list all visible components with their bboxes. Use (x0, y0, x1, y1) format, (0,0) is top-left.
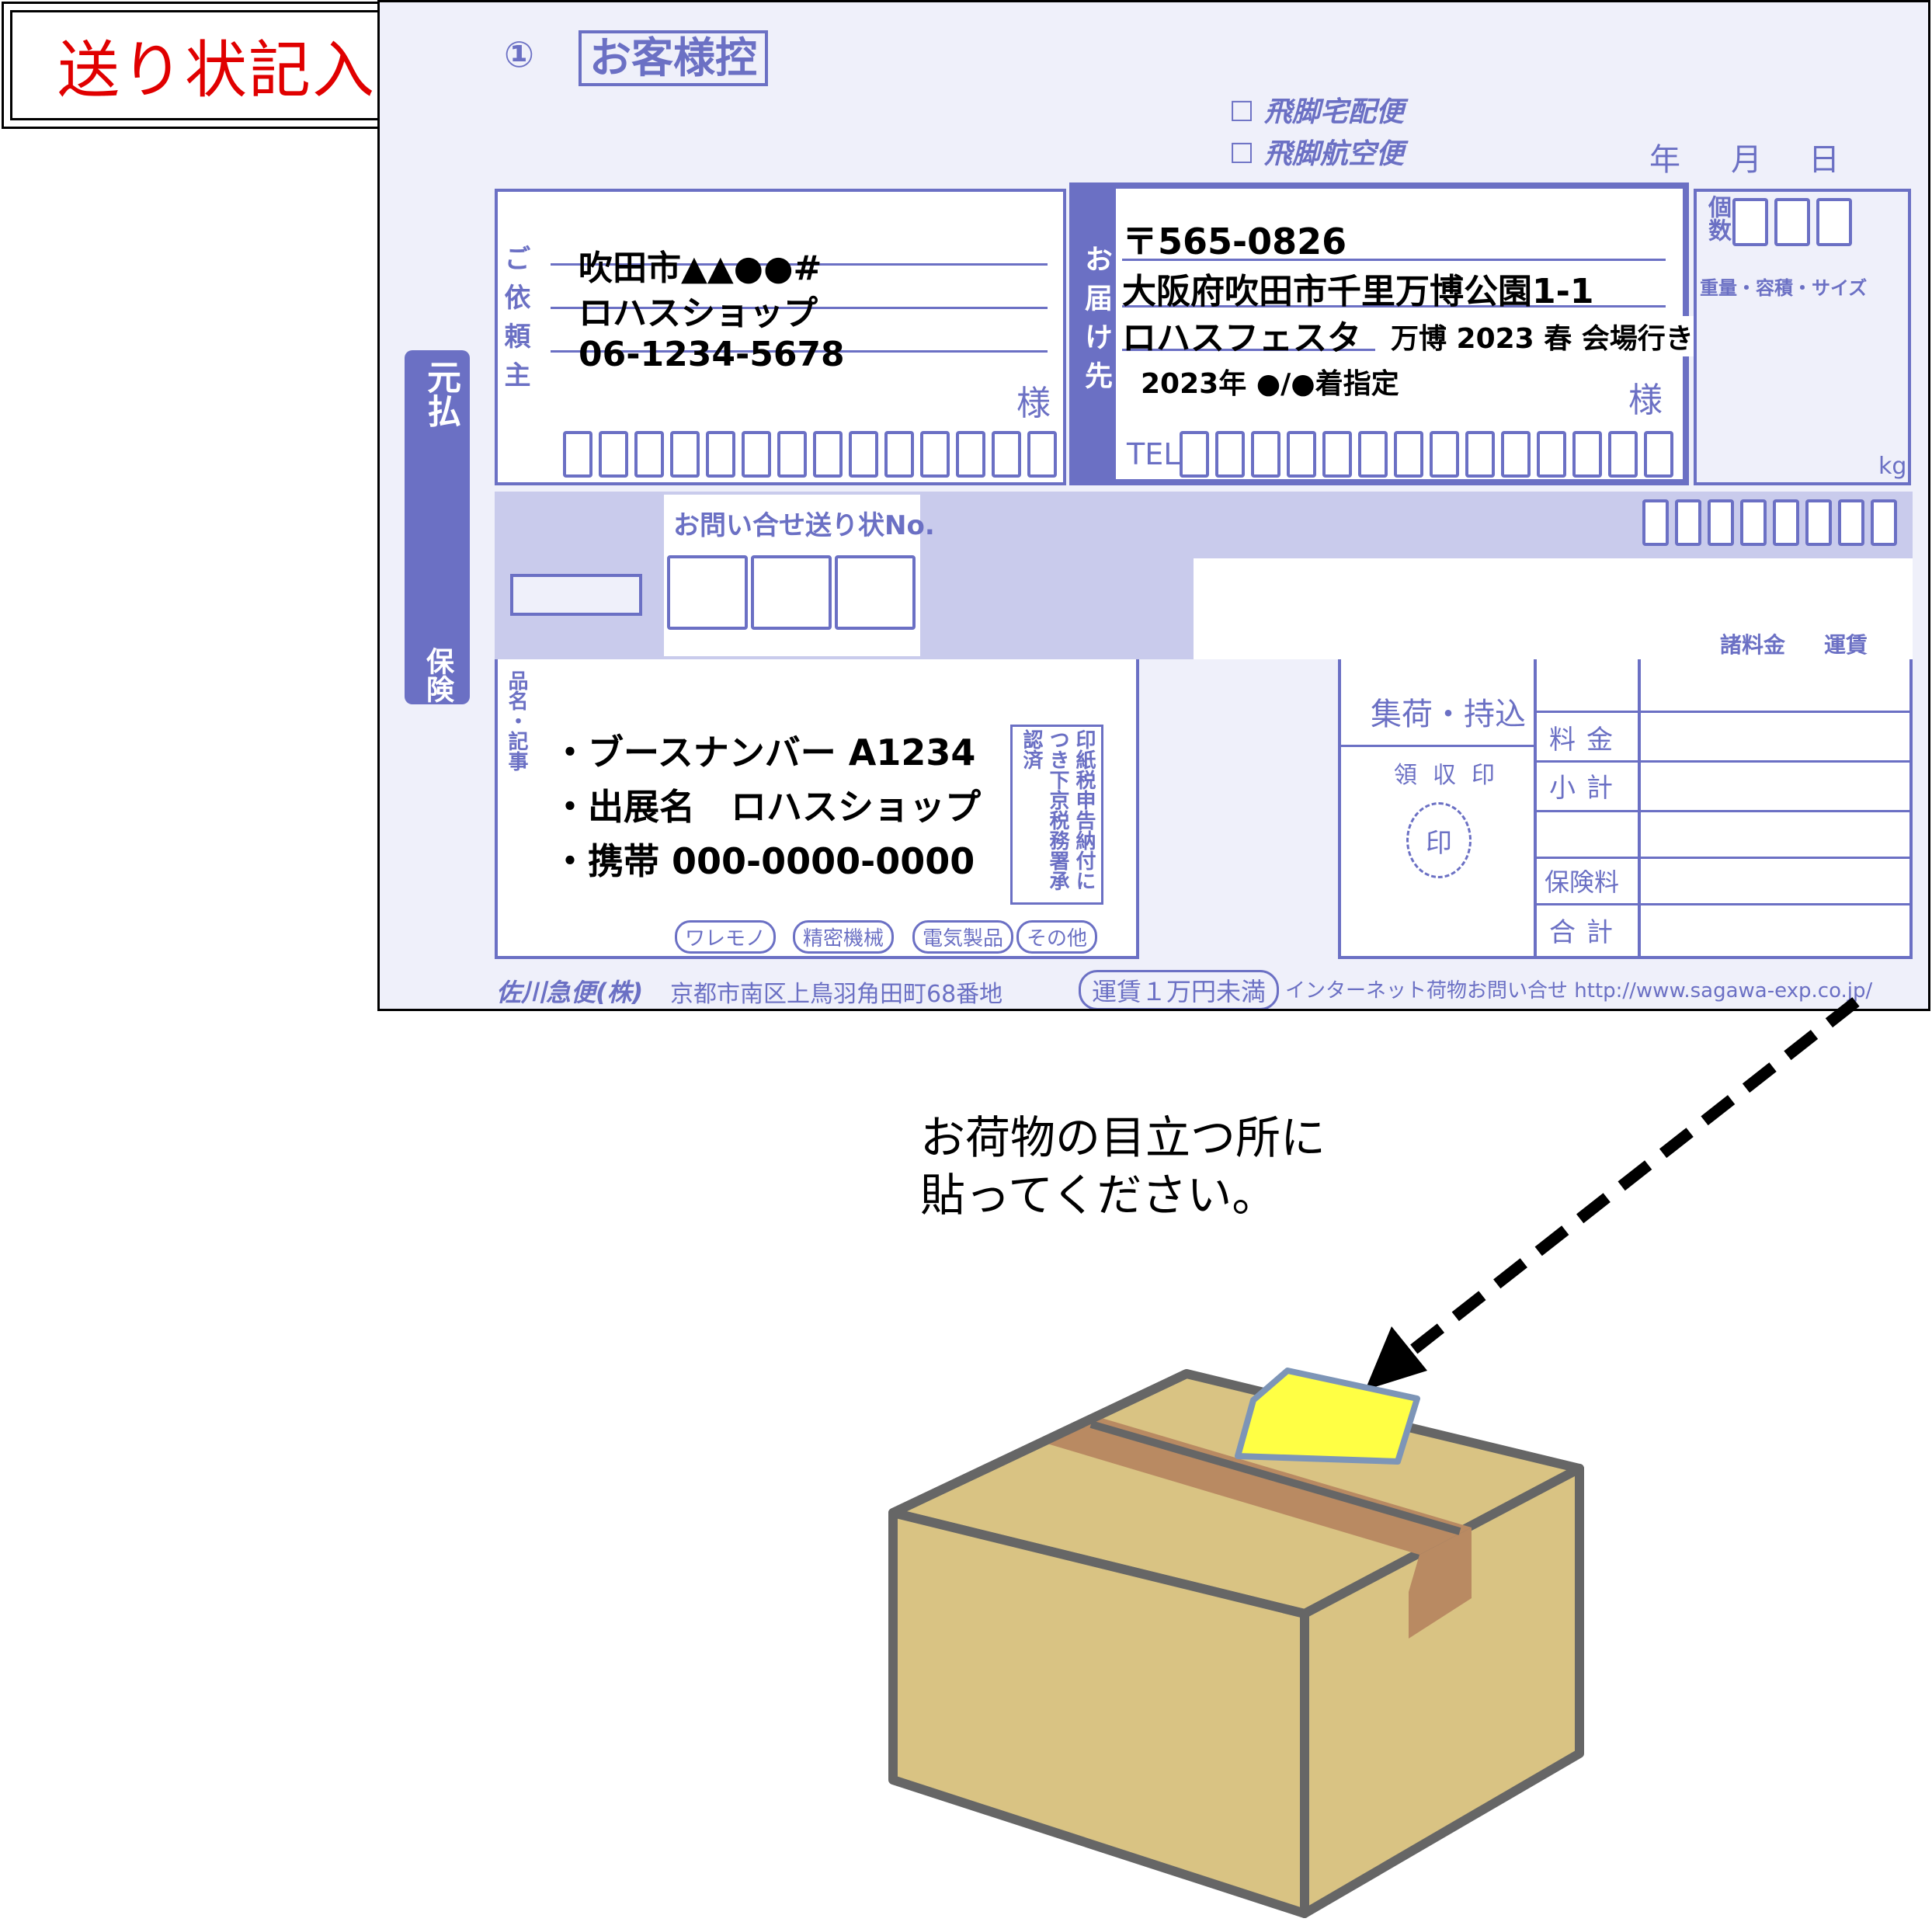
service-option-2: ☐ 飛脚航空便 (1229, 138, 1404, 170)
count-boxes (1732, 198, 1852, 246)
fee-row-line-3 (1534, 810, 1913, 812)
company-name: 佐川急便(株) (496, 978, 644, 1007)
recipient-tel-label: TEL (1127, 437, 1180, 471)
sender-phone: 06-1234-5678 (579, 335, 845, 374)
middle-small-box (510, 574, 642, 616)
footer-note: 運賃１万円未満 (1079, 970, 1280, 1009)
box-flap-seam (1089, 1420, 1461, 1535)
box-side (1300, 1464, 1584, 1918)
receipt-stamp-char: 印 (1426, 827, 1452, 859)
company-address: 京都市南区上鳥羽角田町68番地 (670, 981, 1003, 1008)
recipient-honorific: 様 (1628, 381, 1663, 420)
sender-honorific: 様 (1016, 384, 1051, 423)
dashed-arrow-line (1406, 997, 1860, 1357)
fee-label-insurance: 保険料 (1545, 867, 1620, 897)
recipient-delivery-date: 2023年 ●/●着指定 (1141, 368, 1399, 400)
date-month-label: 月 (1731, 142, 1762, 178)
copy-label: お客様控 (579, 30, 768, 86)
misc-label-1: 諸料金 (1720, 632, 1786, 658)
fee-row-line-1 (1534, 711, 1913, 713)
fee-divider-1 (1534, 659, 1537, 959)
tag-other: その他 (1016, 920, 1098, 954)
fee-label-total: 合計 (1549, 917, 1624, 948)
recipient-side-bar (1069, 182, 1116, 485)
fee-label-charge: 料金 (1549, 725, 1624, 756)
shipping-label-on-box (1235, 1368, 1420, 1465)
recipient-postal: 〒565-0826 (1122, 221, 1347, 262)
tag-electric: 電気製品 (912, 920, 1014, 954)
recipient-line-2 (1122, 305, 1666, 308)
instruction-line-1: お荷物の目立つ所に (920, 1111, 1326, 1164)
inquiry-boxes (667, 555, 916, 630)
inquiry-label: お問い合せ送り状No. (673, 510, 935, 541)
fee-grid-top (1194, 558, 1913, 659)
payment-badge (405, 350, 470, 704)
instruction-text: お荷物の目立つ所に 貼ってください。 (920, 1109, 1326, 1224)
tag-precision: 精密機械 (793, 920, 895, 954)
contents-panel (495, 659, 1139, 959)
payment-label: 元払 (421, 360, 460, 428)
sender-address: 吹田市▲▲●●# (579, 249, 822, 288)
fee-divider-2 (1638, 659, 1641, 959)
recipient-side-label: お届け先 (1080, 245, 1112, 400)
contents-line-1: ・ブースナンバー A1234 (552, 732, 976, 773)
recipient-line-1 (1122, 259, 1666, 261)
pickup-label: 集荷・持込 (1371, 697, 1526, 732)
weight-label: 重量・容積・サイズ (1700, 277, 1868, 299)
title-inner-frame: 送り状記入例 (10, 10, 487, 120)
stamp-note-box (1010, 725, 1103, 905)
date-day-label: 日 (1809, 142, 1840, 178)
box-edge (891, 1369, 1189, 1517)
contents-line-3: ・携帯 000-0000-0000 (552, 840, 975, 882)
fee-row-line-5 (1534, 903, 1913, 905)
date-year-label: 年 (1649, 142, 1680, 178)
count-label: 個数 (1704, 195, 1731, 242)
arrow-head (1365, 1326, 1427, 1390)
recipient-note: 万博 2023 春 会場行き (1375, 316, 1709, 356)
sender-line-2 (551, 307, 1048, 309)
stamp-note: 印紙税申告納付につき下京税務署承認済 (1020, 729, 1096, 891)
box-tape-top (1037, 1415, 1472, 1555)
page-title: 送り状記入例 (57, 34, 440, 106)
shipping-slip: ① お客様控 ☐ 飛脚宅配便 ☐ 飛脚航空便 年 月 日 ご依頼主 吹田市▲▲●… (377, 0, 1930, 1011)
pickup-divider (1338, 745, 1534, 747)
receipt-stamp-circle: 印 (1406, 802, 1472, 878)
sender-tel-boxes (563, 431, 1057, 478)
fee-row-line-2 (1534, 760, 1913, 763)
sender-name: ロハスショップ (579, 294, 818, 333)
weight-unit: kg (1878, 453, 1907, 480)
recipient-address: 大阪府吹田市千里万博公園1-1 (1122, 272, 1594, 311)
copy-marker: ① (504, 33, 534, 75)
service-option-1: ☐ 飛脚宅配便 (1229, 96, 1404, 128)
fee-row-line-4 (1534, 857, 1913, 859)
sender-line-3 (551, 350, 1048, 353)
sender-line-1 (551, 263, 1048, 266)
recipient-tel-boxes (1180, 431, 1673, 478)
sender-side-label: ご依頼主 (499, 245, 530, 400)
instruction-line-2: 貼ってください。 (920, 1169, 1277, 1222)
receipt-label: 領収印 (1394, 762, 1510, 789)
recipient-name: ロハスフェスタ (1122, 318, 1361, 358)
insurance-boxes (1642, 499, 1897, 546)
tag-fragile: ワレモノ (675, 920, 777, 954)
contents-side-label: 品名・記事 (505, 670, 528, 771)
payment-sub: 保険 (422, 647, 453, 703)
box-tape-side (1409, 1528, 1472, 1639)
contents-line-2: ・出展名 ロハスショップ (552, 786, 981, 828)
footer-url: インターネット荷物お問い合せ http://www.sagawa-exp.co.… (1285, 979, 1873, 1003)
misc-label-2: 運賃 (1824, 632, 1868, 658)
fee-label-subtotal: 小計 (1549, 773, 1624, 804)
